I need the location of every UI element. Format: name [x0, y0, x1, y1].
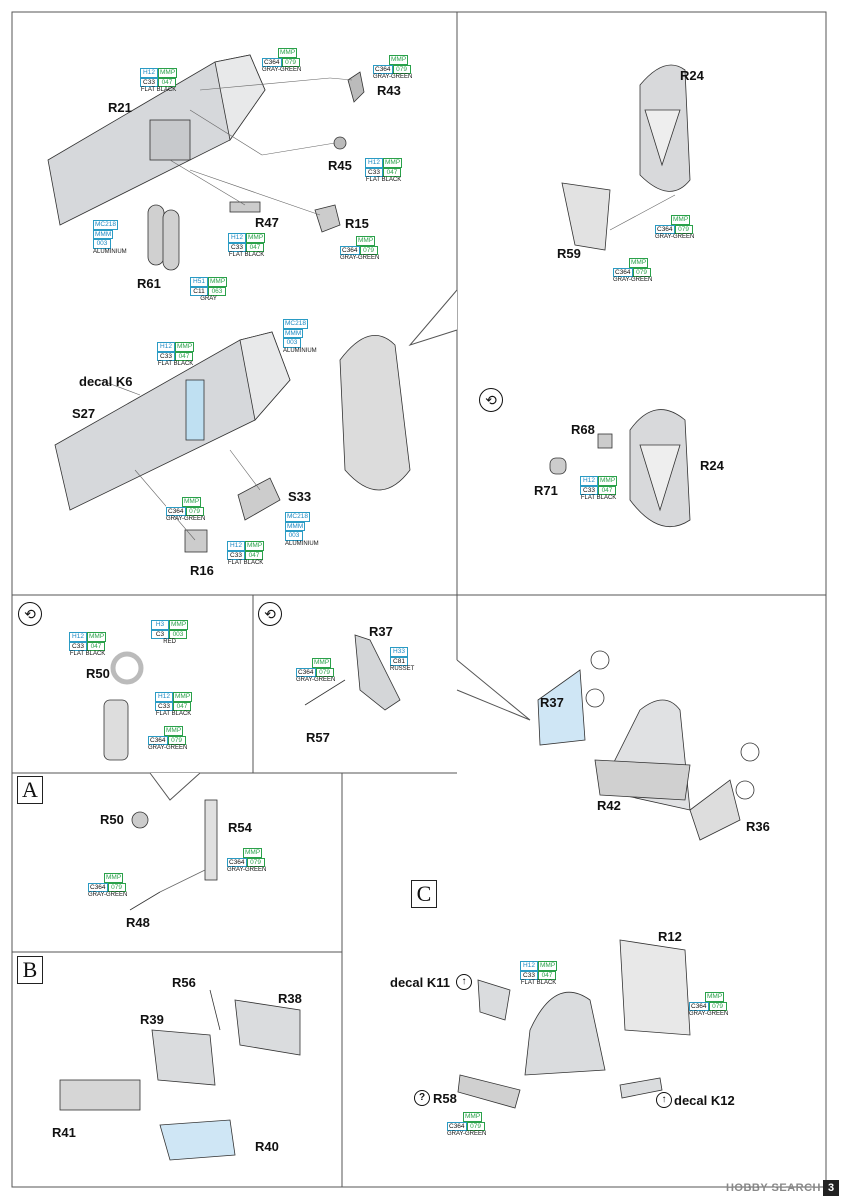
- part-label-R47: R47: [255, 215, 279, 230]
- part-label-S33: S33: [288, 489, 312, 504]
- part-label-R12: R12: [658, 929, 682, 944]
- arrow-up-icon: ↑: [656, 1092, 672, 1108]
- arrow-up-icon: ↑: [456, 974, 472, 990]
- part-label-decal-K12: decal K12: [674, 1093, 735, 1108]
- part-label-decal-K11: decal K11: [390, 975, 450, 990]
- part-label-decal-K6: decal K6: [79, 374, 133, 389]
- section-B-label: B: [17, 956, 43, 984]
- section-C-label: C: [411, 880, 437, 908]
- bulkhead-R24-middle: [549, 409, 691, 528]
- paint-callout: H33 C81 RUSSET: [390, 647, 415, 672]
- part-label-R43: R43: [377, 83, 401, 98]
- part-label-R68: R68: [571, 422, 595, 437]
- part-label-R37: R37: [369, 624, 393, 639]
- part-label-R21: R21: [108, 100, 132, 115]
- question-icon: ?: [414, 1090, 430, 1106]
- cockpit-wall-middle: [54, 331, 411, 553]
- watermark-brand: HOBBY SEARCH: [725, 1182, 821, 1194]
- part-label-R50: R50: [100, 812, 124, 827]
- part-label-R39: R39: [140, 1012, 164, 1027]
- paint-callout: MC218 MMM 003 ALUMINIUM: [93, 220, 127, 255]
- paint-callout: MC218 MMM 003 ALUMINIUM: [285, 512, 319, 547]
- part-label-R56: R56: [172, 975, 196, 990]
- section-B-parts: [59, 989, 301, 1161]
- part-label-R58: R58: [433, 1091, 457, 1106]
- part-label-R16: R16: [190, 563, 214, 578]
- part-R50-detail: [103, 651, 144, 761]
- part-label-R38: R38: [278, 991, 302, 1006]
- part-label-R71: R71: [534, 483, 558, 498]
- page-number: 3: [823, 1180, 839, 1196]
- part-label-R54: R54: [228, 820, 252, 835]
- part-label-S27: S27: [72, 406, 96, 421]
- part-label-R61: R61: [137, 276, 161, 291]
- section-A-parts: [129, 799, 218, 911]
- part-label-R15: R15: [345, 216, 369, 231]
- part-label-R24: R24: [700, 458, 724, 473]
- part-label-R36: R36: [746, 819, 770, 834]
- rotate-view-icon: ⟲: [479, 388, 503, 412]
- seat-assembly: [537, 650, 760, 841]
- bulkhead-R24-top: [561, 64, 691, 251]
- section-A-label: A: [17, 776, 43, 804]
- part-label-R48: R48: [126, 915, 150, 930]
- part-label-R41: R41: [52, 1125, 76, 1140]
- part-label-R45: R45: [328, 158, 352, 173]
- cockpit-wall-upper: [47, 54, 365, 271]
- rotate-view-icon: ⟲: [18, 602, 42, 626]
- part-label-R42: R42: [597, 798, 621, 813]
- part-label-R59: R59: [557, 246, 581, 261]
- section-C-parts: [457, 939, 691, 1109]
- part-label-R37: R37: [540, 695, 564, 710]
- part-label-R57: R57: [306, 730, 330, 745]
- part-label-R50: R50: [86, 666, 110, 681]
- part-R37-detail: [304, 634, 401, 711]
- rotate-view-icon: ⟲: [258, 602, 282, 626]
- part-label-R24: R24: [680, 68, 704, 83]
- part-label-R40: R40: [255, 1139, 279, 1154]
- paint-callout: MC218 MMM 003 ALUMINIUM: [283, 319, 317, 354]
